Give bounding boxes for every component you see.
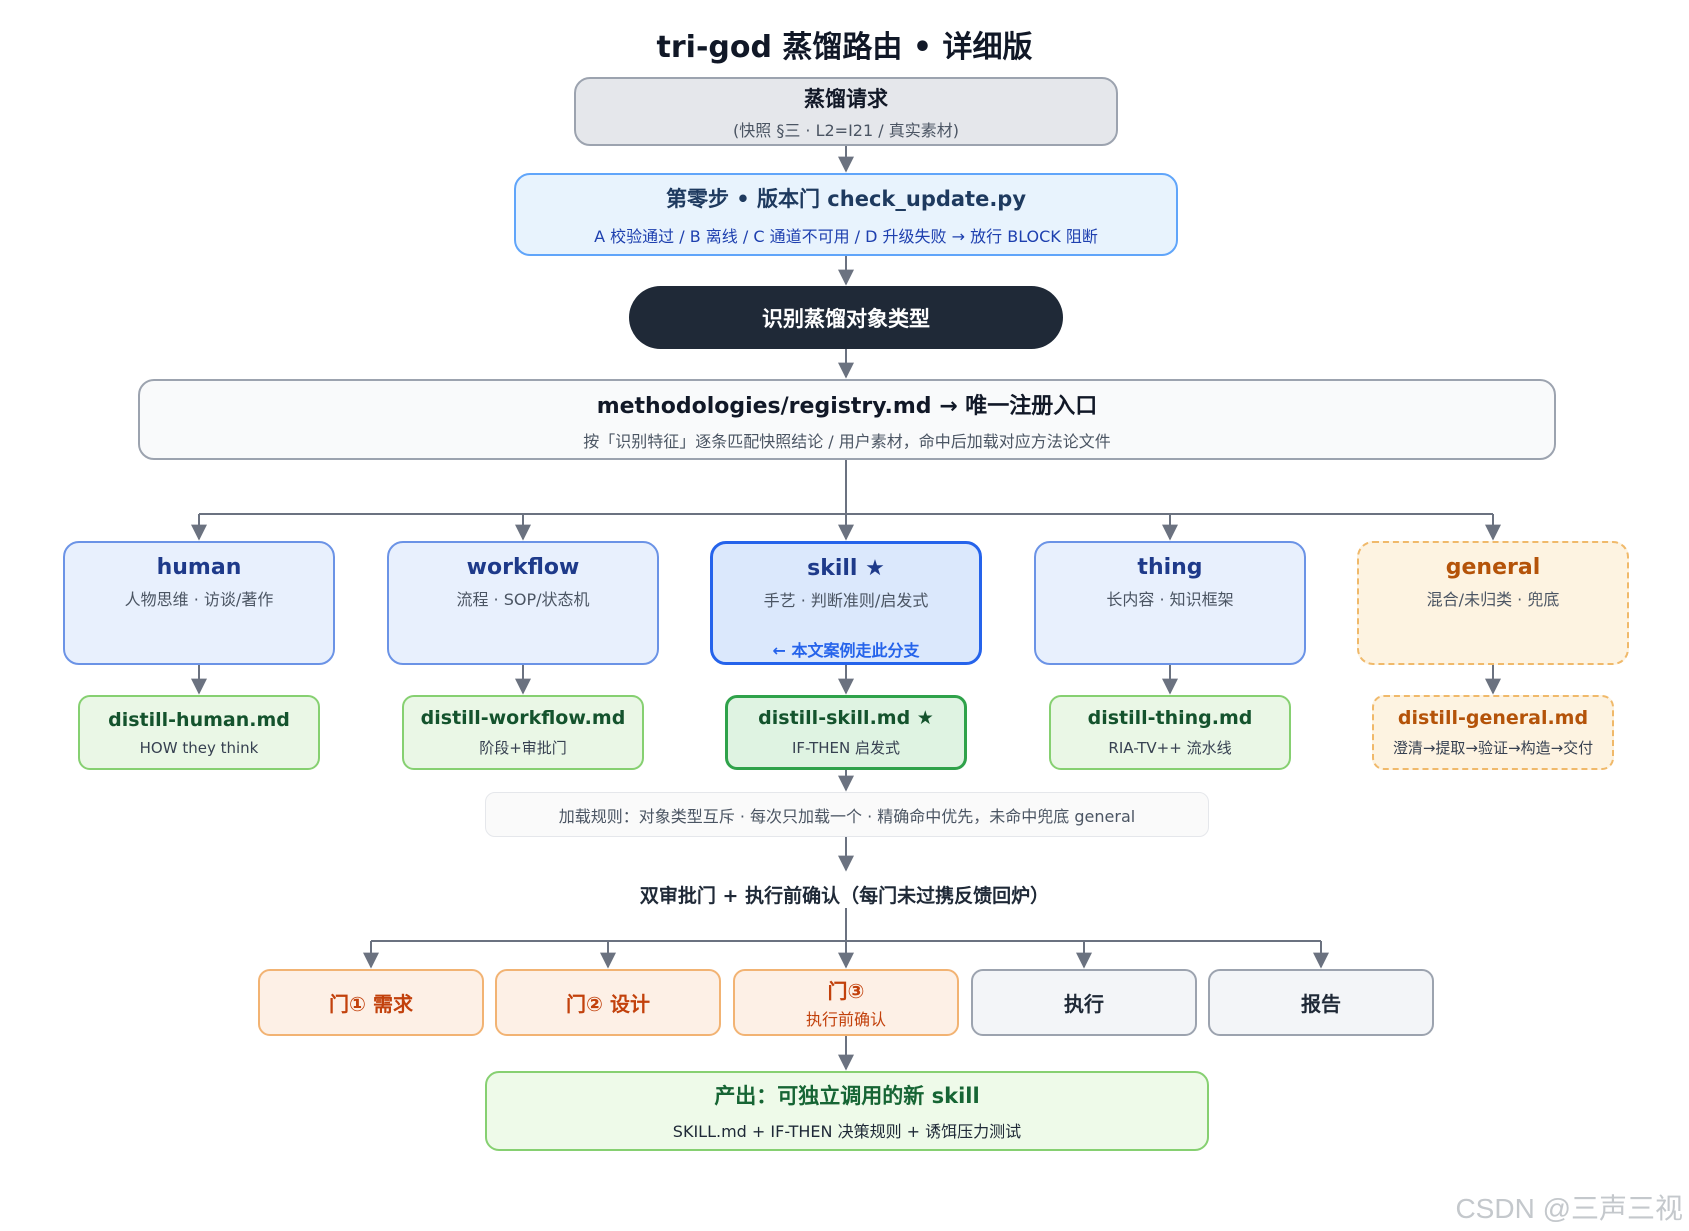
gate-label: 执行 <box>1064 992 1104 1016</box>
methodology-file-desc: 阶段+审批门 <box>479 739 567 757</box>
request-box: 蒸馏请求 (快照 §三 · L2=I21 / 真实素材) <box>574 77 1118 146</box>
load-rule-text: 加载规则：对象类型互斥 · 每次只加载一个 · 精确命中优先，未命中兜底 gen… <box>558 806 1136 826</box>
gate-label: 门③ <box>827 979 865 1003</box>
category-name: thing <box>1137 555 1203 580</box>
category-desc: 长内容 · 知识框架 <box>1106 590 1234 609</box>
category-human: human 人物思维 · 访谈/著作 <box>63 541 335 665</box>
category-name: skill ★ <box>807 556 885 581</box>
version-gate-box: 第零步 • 版本门 check_update.py A 校验通过 / B 离线 … <box>514 173 1178 256</box>
registry-box: methodologies/registry.md → 唯一注册入口 按「识别特… <box>138 379 1556 460</box>
category-workflow: workflow 流程 · SOP/状态机 <box>387 541 659 665</box>
page-title: tri-god 蒸馏路由 • 详细版 <box>656 30 1033 65</box>
methodology-file-name: distill-thing.md <box>1087 707 1253 729</box>
gate-requirements: 门① 需求 <box>258 969 484 1036</box>
methodology-file-desc: HOW they think <box>139 738 259 757</box>
category-desc: 混合/未归类 · 兜底 <box>1426 590 1560 609</box>
identify-type-title: 识别蒸馏对象类型 <box>762 306 930 331</box>
methodology-file-thing: distill-thing.md RIA-TV++ 流水线 <box>1049 695 1291 770</box>
identify-type-box: 识别蒸馏对象类型 <box>629 286 1063 349</box>
registry-sub: 按「识别特征」逐条匹配快照结论 / 用户素材，命中后加载对应方法论文件 <box>583 431 1111 451</box>
methodology-file-human: distill-human.md HOW they think <box>78 695 320 770</box>
version-gate-title: 第零步 • 版本门 check_update.py <box>665 186 1027 211</box>
gate-pre-execution: 门③ 执行前确认 <box>733 969 959 1036</box>
methodology-file-desc: RIA-TV++ 流水线 <box>1108 739 1232 757</box>
gate-label: 门① 需求 <box>329 992 413 1016</box>
registry-title: methodologies/registry.md → 唯一注册入口 <box>596 393 1098 419</box>
methodology-file-desc: 澄清→提取→验证→构造→交付 <box>1392 739 1594 757</box>
category-desc: 手艺 · 判断准则/启发式 <box>763 591 929 610</box>
methodology-file-desc: IF-THEN 启发式 <box>792 739 900 757</box>
methodology-file-name: distill-workflow.md <box>420 707 626 729</box>
category-desc: 流程 · SOP/状态机 <box>456 590 590 609</box>
version-gate-sub: A 校验通过 / B 离线 / C 通道不可用 / D 升级失败 → 放行 BL… <box>594 226 1098 246</box>
watermark: CSDN @三声三视 <box>1455 1193 1683 1224</box>
output-sub: SKILL.md + IF-THEN 决策规则 + 诱饵压力测试 <box>672 1122 1022 1141</box>
methodology-file-name: distill-human.md <box>108 708 290 731</box>
category-name: workflow <box>466 555 580 580</box>
category-name: human <box>156 555 242 580</box>
methodology-file-name: distill-skill.md ★ <box>758 707 934 729</box>
output-box: 产出：可独立调用的新 skill SKILL.md + IF-THEN 决策规则… <box>485 1071 1209 1151</box>
methodology-file-general: distill-general.md 澄清→提取→验证→构造→交付 <box>1372 695 1614 770</box>
gate-sub: 执行前确认 <box>805 1010 886 1029</box>
methodology-file-skill: distill-skill.md ★ IF-THEN 启发式 <box>725 695 967 770</box>
category-skill: skill ★ 手艺 · 判断准则/启发式 ← 本文案例走此分支 <box>710 541 982 665</box>
methodology-file-name: distill-general.md <box>1397 707 1589 729</box>
gate-label: 门② 设计 <box>566 992 650 1016</box>
request-sub: (快照 §三 · L2=I21 / 真实素材) <box>733 120 959 140</box>
gate-label: 报告 <box>1301 992 1341 1016</box>
gate-execute: 执行 <box>971 969 1197 1036</box>
case-branch-note: ← 本文案例走此分支 <box>772 641 920 660</box>
category-thing: thing 长内容 · 知识框架 <box>1034 541 1306 665</box>
gates-heading: 双审批门 + 执行前确认（每门未过携反馈回炉） <box>639 885 1050 907</box>
output-title: 产出：可独立调用的新 skill <box>714 1084 980 1108</box>
request-title: 蒸馏请求 <box>804 86 888 111</box>
category-name: general <box>1445 555 1541 580</box>
category-desc: 人物思维 · 访谈/著作 <box>124 590 274 609</box>
gate-report: 报告 <box>1208 969 1434 1036</box>
gate-design: 门② 设计 <box>495 969 721 1036</box>
methodology-file-workflow: distill-workflow.md 阶段+审批门 <box>402 695 644 770</box>
load-rule-box: 加载规则：对象类型互斥 · 每次只加载一个 · 精确命中优先，未命中兜底 gen… <box>485 792 1209 837</box>
category-general: general 混合/未归类 · 兜底 <box>1357 541 1629 665</box>
